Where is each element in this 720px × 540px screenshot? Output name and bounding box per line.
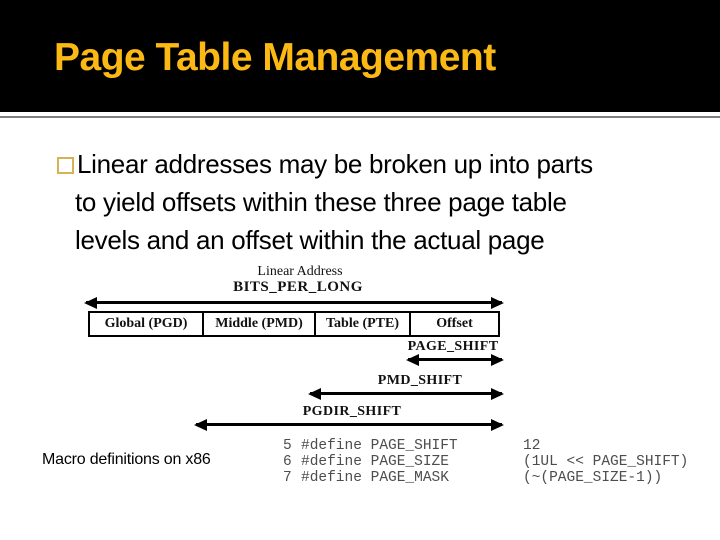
page-shift-arrow [406,353,504,366]
code-line-number: 7 [283,470,301,486]
page-title: Page Table Management [54,36,496,79]
bullet-text-line: Linear addresses may be broken up into p… [77,149,593,179]
pgdir-shift-label: PGDIR_SHIFT [302,404,402,419]
table-cell-table-pte: Table (PTE) [316,313,411,335]
slide-header: Page Table Management [0,0,720,112]
code-line: 5 #define PAGE_SHIFT 12 [283,438,688,454]
bullet-square-icon [57,157,74,174]
code-line-number: 5 [283,438,301,454]
diagram-title: Linear Address [257,264,343,279]
header-separator-line [0,116,720,118]
table-cell-global-pgd: Global (PGD) [90,313,204,335]
bits-per-long-arrow [84,296,504,309]
table-cell-middle-pmd: Middle (PMD) [204,313,316,335]
pmd-shift-arrow [308,387,504,400]
macro-definitions-caption: Macro definitions on x86 [42,451,211,468]
code-line: 7 #define PAGE_MASK (~(PAGE_SIZE-1)) [283,470,688,486]
code-value: 12 [523,438,541,454]
table-cell-offset: Offset [436,316,473,331]
code-value: (~(PAGE_SIZE-1)) [523,470,663,486]
code-line: 6 #define PAGE_SIZE (1UL << PAGE_SHIFT) [283,454,688,470]
code-line-number: 6 [283,454,301,470]
bullet-text-line: levels and an offset within the actual p… [75,225,545,255]
macro-code-block: 5 #define PAGE_SHIFT 12 6 #define PAGE_S… [283,438,688,486]
code-define: #define PAGE_MASK [301,470,449,486]
code-define: #define PAGE_SHIFT [301,438,458,454]
page-shift-label: PAGE_SHIFT [407,339,499,354]
pgdir-shift-arrow [194,418,504,431]
bits-per-long-label: BITS_PER_LONG [233,279,363,295]
bullet-text-line: to yield offsets within these three page… [75,187,567,217]
pmd-shift-label: PMD_SHIFT [377,373,463,388]
code-define: #define PAGE_SIZE [301,454,449,470]
address-parts-table: Global (PGD) Middle (PMD) Table (PTE) Of… [88,311,500,337]
code-value: (1UL << PAGE_SHIFT) [523,454,689,470]
